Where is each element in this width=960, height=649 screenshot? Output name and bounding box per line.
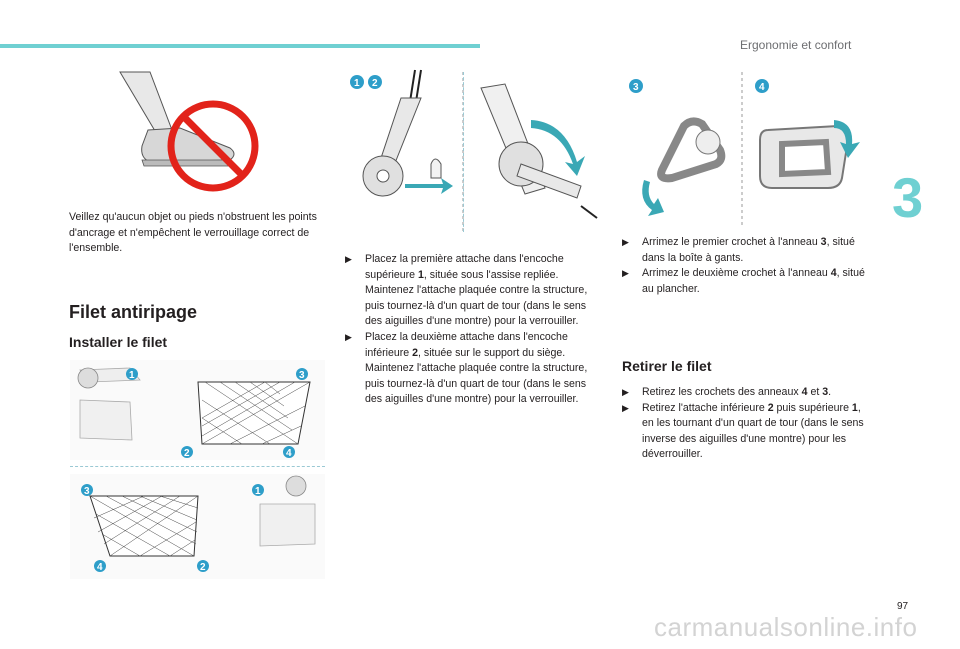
header-accent-bar [0, 44, 480, 48]
badge-3-lower: 3 [84, 486, 90, 497]
badge-2-lower: 2 [200, 562, 206, 573]
badge-1-attach: 1 [354, 78, 360, 89]
chapter-number: 3 [892, 166, 924, 229]
badge-4-ring: 4 [759, 82, 765, 93]
list-item: ▶Placez la première attache dans l'encoc… [345, 253, 588, 328]
remove-heading: Retirer le filet [622, 358, 712, 374]
net-installed-top-illustration: 1 3 2 4 [70, 360, 325, 460]
list-item: ▶Retirez l'attache inférieure 2 puis sup… [622, 401, 864, 461]
no-foot-illustration [119, 71, 259, 192]
remove-instructions: ▶Retirez les crochets des anneaux 4 et 3… [622, 385, 872, 463]
figure-divider [70, 466, 325, 467]
badge-4: 4 [286, 448, 292, 459]
attach-rotation-illustration: 1 2 [350, 69, 598, 234]
hook-rings-illustration: 3 4 [629, 72, 860, 226]
hook-instructions: ▶Arrimez le premier crochet à l'anneau 3… [622, 235, 872, 297]
badge-1: 1 [129, 370, 135, 381]
watermark: carmanualsonline.info [654, 612, 918, 642]
figure-divider-col2 [463, 72, 464, 232]
list-item: ▶Arrimez le deuxième crochet à l'anneau … [622, 267, 865, 295]
badge-4-lower: 4 [97, 562, 103, 573]
list-item: ▶Placez la deuxième attache dans l'encoc… [345, 330, 588, 406]
install-heading: Installer le filet [69, 334, 168, 350]
net-installed-bottom-illustration: 3 1 4 2 [70, 474, 325, 579]
intro-text: Veillez qu'aucun objet ou pieds n'obstru… [69, 211, 317, 255]
list-item: ▶Arrimez le premier crochet à l'anneau 3… [622, 236, 855, 264]
badge-1-lower: 1 [255, 486, 261, 497]
page-number: 97 [897, 601, 909, 612]
badge-2-attach: 2 [372, 78, 378, 89]
badge-3: 3 [299, 370, 305, 381]
attach-instructions: ▶Placez la première attache dans l'encoc… [345, 252, 595, 408]
main-heading: Filet antiripage [69, 302, 198, 322]
list-item: ▶Retirez les crochets des anneaux 4 et 3… [622, 386, 832, 398]
badge-2: 2 [184, 448, 190, 459]
badge-3-ring: 3 [633, 82, 639, 93]
section-title: Ergonomie et confort [740, 38, 852, 52]
